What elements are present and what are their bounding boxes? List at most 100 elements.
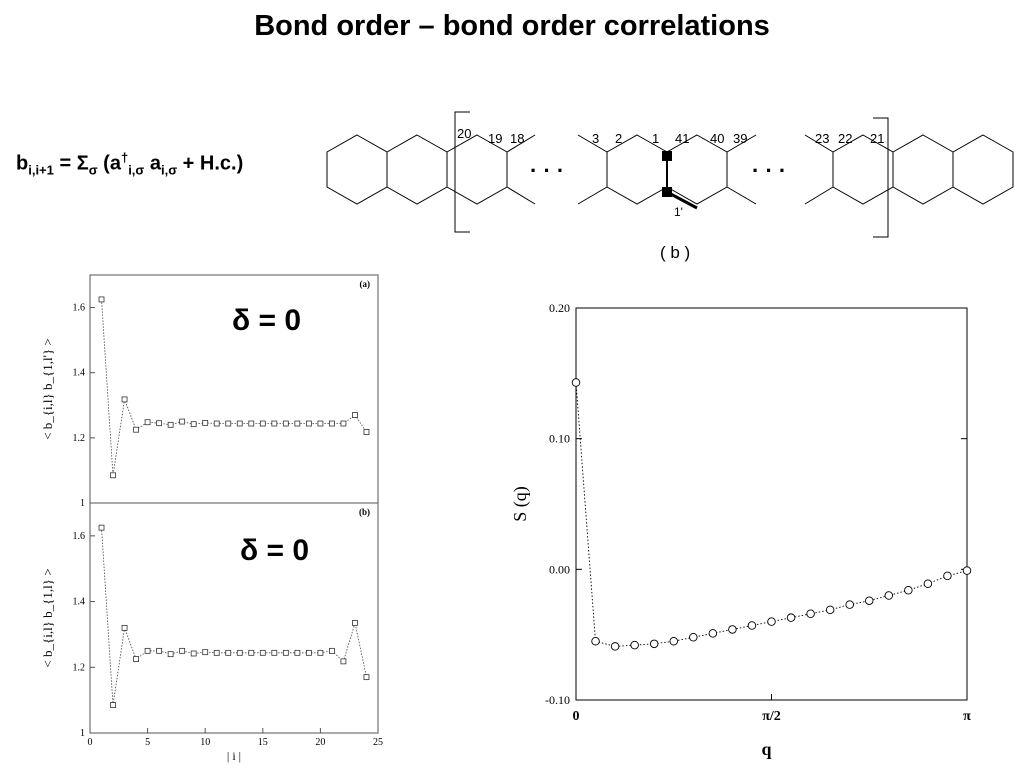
data-point xyxy=(156,647,163,654)
data-point xyxy=(352,412,358,418)
y-tick-label: 1 xyxy=(80,728,85,739)
left-bracket xyxy=(454,111,470,233)
data-point xyxy=(98,524,105,531)
site-marker-1 xyxy=(662,151,672,161)
atom-label-19: 19 xyxy=(488,131,502,146)
series-line xyxy=(101,527,367,706)
data-point xyxy=(363,674,370,681)
y-axis-label: S (q) xyxy=(510,486,531,522)
slide-title: Bond order – bond order correlations xyxy=(254,10,770,42)
data-point xyxy=(329,647,335,654)
data-point xyxy=(282,649,289,656)
data-point xyxy=(317,420,324,427)
y-tick-label: 0.10 xyxy=(549,432,570,446)
y-tick-label: 0.20 xyxy=(549,301,570,315)
annotation-delta-b: δ = 0 xyxy=(240,534,309,567)
site-marker-1b xyxy=(662,187,672,197)
y-tick-label: 1 xyxy=(80,498,85,509)
atom-label-39: 39 xyxy=(733,131,747,146)
y-tick-label: 1.2 xyxy=(73,433,86,444)
data-point xyxy=(202,649,209,656)
data-point xyxy=(259,420,266,427)
data-point xyxy=(271,649,278,656)
data-point xyxy=(179,647,186,654)
prime-label: 1' xyxy=(674,205,683,219)
formula-b-sub: i,i+1 xyxy=(28,162,54,178)
atom-label-21: 21 xyxy=(870,131,884,146)
panel-label: (b) xyxy=(359,507,370,517)
data-point xyxy=(305,420,312,427)
data-point xyxy=(708,629,718,638)
data-point xyxy=(962,566,972,575)
data-point xyxy=(98,296,105,303)
dots-left: · · · xyxy=(530,158,564,183)
data-point xyxy=(156,420,163,427)
x-tick-label: 15 xyxy=(258,737,268,748)
data-point xyxy=(806,609,815,619)
atom-label-18: 18 xyxy=(510,131,524,146)
data-point xyxy=(167,651,174,658)
series-line xyxy=(575,382,968,647)
data-point xyxy=(144,647,151,654)
data-point xyxy=(144,419,151,426)
data-point xyxy=(610,642,620,651)
data-point xyxy=(767,617,776,626)
y-tick-label: 1.4 xyxy=(73,368,86,379)
atom-label-20: 20 xyxy=(457,126,471,141)
data-point xyxy=(340,420,347,427)
data-point xyxy=(190,421,197,428)
atom-label-3: 3 xyxy=(592,131,599,146)
data-point xyxy=(884,591,894,600)
x-tick-label: 25 xyxy=(373,737,383,748)
data-point xyxy=(943,571,952,581)
formula-sigma-sub: σ xyxy=(88,162,98,178)
data-point xyxy=(845,600,854,609)
formula-a2-sub: i,σ xyxy=(161,162,178,178)
data-point xyxy=(317,649,324,656)
x-tick-label: 0 xyxy=(88,737,93,748)
formula-b: b xyxy=(16,152,29,175)
y-axis-label: < b_{i,l} b_{1,l} > xyxy=(40,568,55,667)
atom-label-41: 41 xyxy=(675,131,689,146)
data-point xyxy=(110,472,116,479)
y-tick-label: 0.00 xyxy=(549,562,570,576)
formula-dagger: † xyxy=(120,150,129,165)
data-point xyxy=(340,658,347,665)
data-point xyxy=(786,613,796,622)
panel-label: (a) xyxy=(360,279,371,289)
formula-eq: = xyxy=(53,152,77,175)
data-point xyxy=(282,420,289,427)
y-tick-label: -0.10 xyxy=(545,693,570,707)
formula-rest: + H.c.) xyxy=(177,152,244,175)
data-point xyxy=(133,656,139,662)
bond-order-formula: bi,i+1 = Σσ (a†i,σ ai,σ + H.c.) xyxy=(16,150,243,178)
data-point xyxy=(236,420,243,427)
data-point xyxy=(213,649,220,656)
data-point xyxy=(923,579,933,588)
data-point xyxy=(649,639,659,649)
x-axis-label: q xyxy=(761,739,771,759)
x-tick-label: 20 xyxy=(315,737,325,748)
data-point xyxy=(728,625,737,634)
data-point xyxy=(225,420,232,427)
molecule-caption: ( b ) xyxy=(660,243,690,262)
data-point xyxy=(571,378,581,387)
atom-label-23: 23 xyxy=(815,131,829,146)
data-point xyxy=(305,649,312,656)
data-point xyxy=(190,650,197,657)
y-tick-label: 1.6 xyxy=(73,303,86,314)
data-point xyxy=(669,636,679,646)
formula-a1-sub: i,σ xyxy=(128,162,145,178)
data-point xyxy=(825,605,835,615)
data-point xyxy=(329,420,335,427)
atom-label-40: 40 xyxy=(710,131,724,146)
x-tick-label: 0 xyxy=(573,709,580,724)
data-point xyxy=(167,421,174,428)
y-tick-label: 1.4 xyxy=(73,597,86,608)
annotation-delta-a: δ = 0 xyxy=(232,304,301,337)
data-point xyxy=(202,419,209,426)
data-point xyxy=(747,621,757,630)
